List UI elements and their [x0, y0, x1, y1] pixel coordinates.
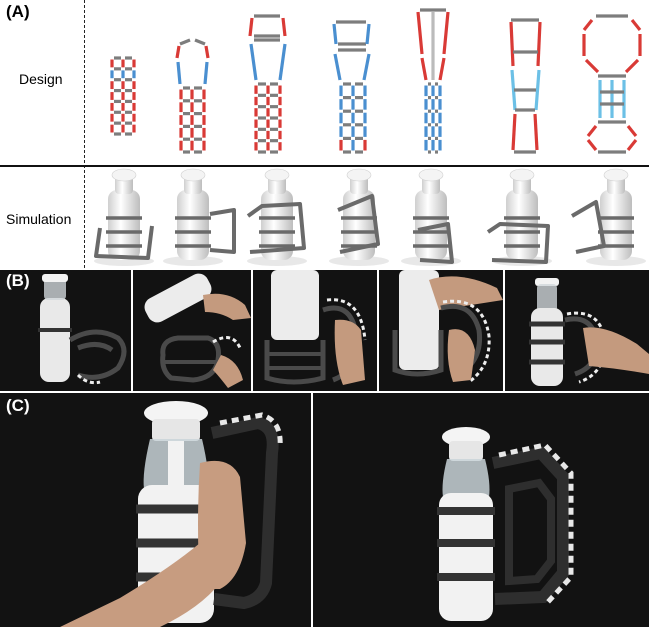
- handle-ring: [413, 216, 449, 248]
- design-segment: [194, 38, 206, 46]
- design-segment: [176, 61, 182, 85]
- shadow: [163, 256, 223, 266]
- handle-frame: [337, 194, 380, 254]
- design-row-label: Design: [19, 71, 63, 87]
- bottle-cap: [180, 168, 206, 182]
- design-segment: [333, 53, 342, 81]
- design-segment: [278, 43, 287, 81]
- design-segment: [511, 113, 517, 151]
- handle-ring: [175, 216, 211, 248]
- design-segment: [362, 53, 371, 81]
- panel-b-photo-3: [253, 270, 377, 391]
- panel-b-photo-1: [0, 270, 131, 391]
- bottle-body: [343, 190, 375, 260]
- panel-b-photo-2: [133, 270, 251, 391]
- handle-ring: [259, 216, 295, 248]
- design-segment: [203, 61, 209, 85]
- design-segment: [438, 57, 446, 81]
- horizontal-divider: [0, 165, 649, 167]
- handle-frame: [486, 222, 550, 264]
- design-segment: [420, 57, 428, 81]
- design-segment: [534, 69, 541, 111]
- design-segment: [586, 139, 598, 151]
- handle-frame: [417, 222, 454, 264]
- bottle-cap: [603, 168, 629, 182]
- design-segment: [204, 45, 210, 59]
- handle-frame: [570, 200, 606, 254]
- design-row: [110, 8, 642, 154]
- shadow: [247, 256, 307, 266]
- design-segment: [365, 23, 371, 45]
- design-segment: [533, 113, 539, 151]
- simulation-row: [94, 168, 646, 266]
- shadow: [586, 256, 646, 266]
- bottle-body: [177, 190, 209, 260]
- bottle-body: [415, 190, 447, 260]
- folding-step-1: [144, 273, 251, 388]
- simulation-row-label: Simulation: [6, 211, 72, 227]
- design-segment: [416, 11, 424, 55]
- design-segment: [248, 17, 254, 37]
- panel-b-photo-4: [379, 270, 503, 391]
- assembled-bottle-step: [529, 278, 649, 386]
- handle-frame: [209, 208, 236, 254]
- standing-bottle-scene: [437, 427, 574, 621]
- panel-c-photo-right: [313, 393, 649, 627]
- bottle-cap: [264, 168, 290, 182]
- design-segment: [536, 21, 542, 67]
- design-segment: [281, 17, 287, 37]
- design-segment: [509, 21, 515, 67]
- folding-step-2: [264, 270, 367, 385]
- panel-b-photo-5: [505, 270, 649, 391]
- vertical-divider: [84, 0, 85, 268]
- handheld-bottle-scene: [60, 401, 283, 627]
- design-segment: [442, 11, 450, 55]
- design-segment: [332, 23, 338, 45]
- bottle-cap: [111, 168, 137, 182]
- bottle-cap: [509, 168, 535, 182]
- design-segment: [179, 38, 191, 46]
- panel-b-label: (B): [6, 271, 30, 290]
- design-segment: [626, 125, 638, 137]
- design-segment: [582, 19, 594, 31]
- handle-frame: [94, 225, 154, 260]
- design-segment: [586, 125, 598, 137]
- shadow: [329, 256, 389, 266]
- panel-c-photo-left: [0, 393, 311, 627]
- design-segment: [626, 139, 638, 151]
- handle-ring: [106, 216, 142, 248]
- bottle-and-handle-scene: [38, 274, 127, 385]
- bottle-body: [600, 190, 632, 260]
- folding-step-3: [392, 270, 503, 384]
- design-segment: [584, 58, 600, 74]
- design-segment: [624, 58, 640, 74]
- design-segment: [630, 19, 642, 31]
- handle-frame: [246, 202, 306, 254]
- panel-a-label: (A): [6, 2, 30, 21]
- design-segment: [510, 69, 517, 111]
- design-segment: [249, 43, 258, 81]
- panel-c-label: (C): [6, 396, 30, 415]
- handle-ring: [504, 216, 540, 248]
- bottle-cap: [418, 168, 444, 182]
- design-segment: [175, 45, 181, 59]
- bottle-cap: [346, 168, 372, 182]
- bottle-body: [108, 190, 140, 260]
